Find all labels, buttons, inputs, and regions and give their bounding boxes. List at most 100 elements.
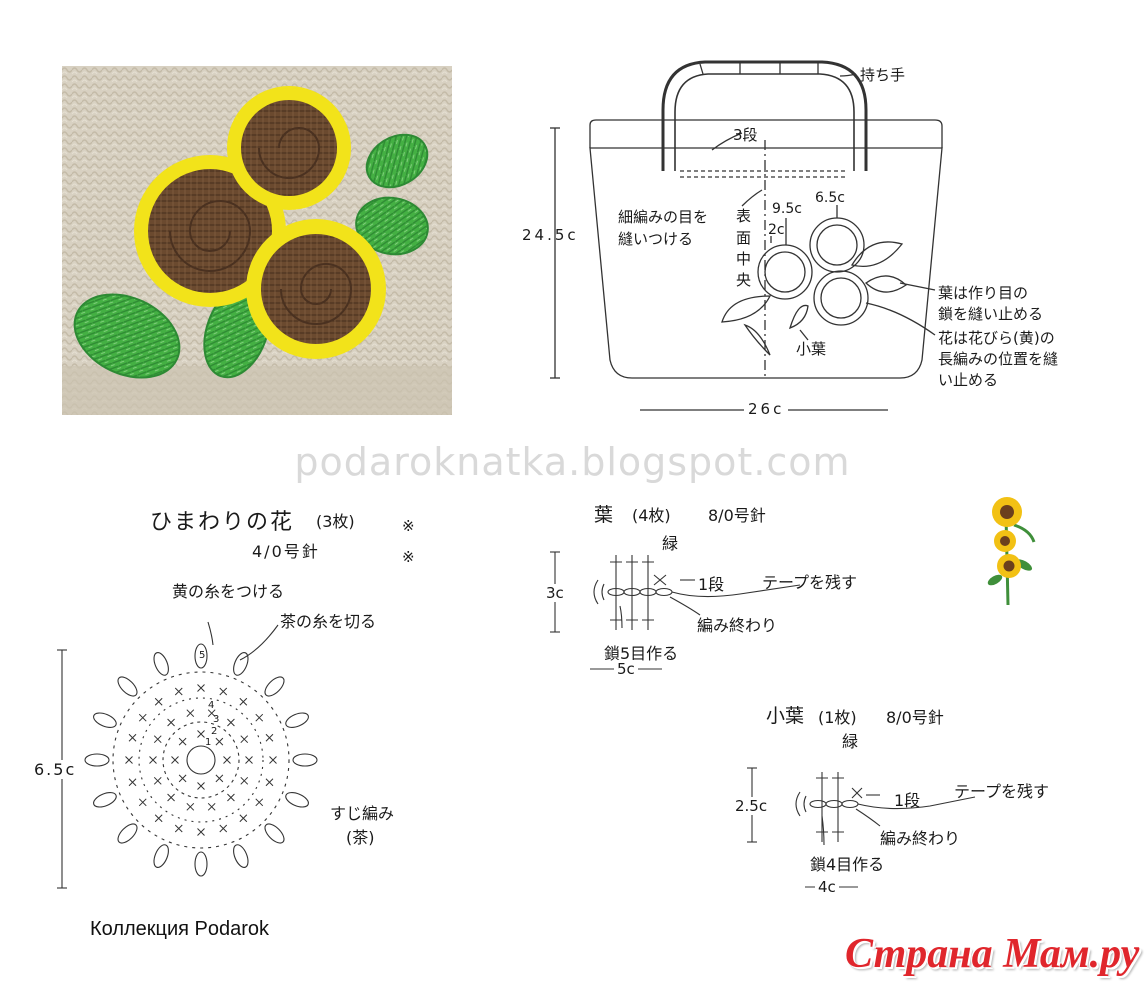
stitch-mark — [227, 718, 235, 727]
stitch-mark — [269, 756, 277, 764]
stitch-mark — [240, 735, 249, 744]
leaf-tape-label: テープを残す — [762, 573, 858, 592]
stitch-mark — [171, 756, 179, 764]
stitch-mark — [207, 709, 216, 718]
small-leaf-width-label: 4c — [815, 878, 839, 896]
petal-mark — [194, 851, 208, 877]
stitch-mark — [125, 756, 133, 764]
leaf-color: 緑 — [662, 534, 679, 553]
petal-mark — [93, 792, 117, 808]
petal-mark — [117, 823, 138, 844]
flower-title: ひまわりの花 — [150, 510, 295, 535]
stitch-mark — [178, 737, 187, 746]
bag-leaf-1 — [850, 241, 904, 267]
leaf-count: (4枚) — [632, 506, 671, 525]
handle-label: 持ち手 — [860, 66, 906, 84]
center-label-3: 中 — [736, 250, 752, 268]
center-label-4: 央 — [736, 271, 752, 289]
leaf-needle: 8/0号針 — [708, 506, 766, 525]
dim-9-5-label: 9.5c — [772, 201, 802, 217]
flower-size-label: 6.5c — [34, 760, 77, 779]
stitch-mark — [197, 782, 205, 790]
flower-note-line2: 長編みの位置を縫 — [938, 350, 1059, 368]
stitch-mark — [174, 824, 183, 833]
stitch-mark — [149, 756, 157, 764]
stitch-mark — [197, 730, 205, 738]
stitch-mark — [255, 713, 264, 722]
dim-6-5-label: 6.5c — [815, 190, 845, 206]
small-leaf-crochet-chart — [747, 767, 976, 888]
bag-flower-1 — [757, 244, 813, 300]
stitch-mark — [128, 778, 137, 787]
leaf-crochet-chart — [550, 551, 801, 670]
petal-mark — [153, 844, 169, 868]
small-leaf-count: (1枚) — [818, 708, 857, 727]
stitch-mark — [138, 798, 147, 807]
stitch-mark — [215, 774, 224, 783]
sunflower-bag-photo — [62, 66, 452, 415]
attach-yellow-label: 黄の糸をつける — [172, 582, 285, 601]
bag-handle — [661, 60, 868, 171]
flower-note-line3: い止める — [938, 371, 999, 389]
cut-brown-label: 茶の糸を切る — [280, 612, 377, 631]
stitch-label-2: (茶) — [346, 828, 375, 847]
stitch-mark — [239, 814, 248, 823]
bag-width-label: 26c — [744, 400, 789, 418]
watermark: podaroknatka.blogspot.com — [294, 440, 851, 484]
leaf-row-label: 1段 — [698, 575, 725, 594]
bag-height-label: 24.5c — [522, 226, 579, 244]
flower-needle: 4/0号針 — [252, 542, 320, 561]
bag-body — [589, 147, 943, 379]
stitch-mark — [178, 774, 187, 783]
small-leaf-title: 小葉 — [766, 705, 805, 727]
round-4: 4 — [208, 700, 215, 711]
stitch-mark — [197, 684, 205, 692]
petal-mark — [292, 753, 318, 767]
stitch-mark — [207, 802, 216, 811]
flower-mark-1: ※ — [402, 517, 415, 535]
petal-mark — [233, 652, 249, 676]
center-label-1: 表 — [736, 207, 752, 225]
site-logo[interactable]: Страна Мам.ру — [845, 931, 1140, 977]
flower-count: (3枚) — [316, 512, 355, 531]
sew-label-line1: 細編みの目を — [618, 208, 709, 226]
round-5: 5 — [199, 650, 206, 661]
round-3: 3 — [213, 714, 220, 725]
stitch-mark — [138, 713, 147, 722]
stitch-mark — [186, 709, 195, 718]
small-leaf-row-label: 1段 — [894, 791, 921, 810]
petal-mark — [194, 643, 208, 669]
petal-mark — [264, 823, 285, 844]
round-2: 2 — [211, 726, 218, 737]
stitch-mark — [128, 733, 137, 742]
round-1: 1 — [205, 737, 212, 748]
stitch-mark — [154, 814, 163, 823]
sew-label-line2: 縫いつける — [618, 230, 694, 248]
small-leaf-color: 緑 — [842, 732, 859, 751]
petal-mark — [285, 712, 309, 728]
stitch-mark — [153, 776, 162, 785]
stitch-mark — [219, 824, 228, 833]
credit-text: Коллекция Podarok — [90, 918, 270, 940]
leaf-height-label: 3c — [546, 584, 564, 602]
leaf-width-label: 5c — [614, 660, 638, 678]
stitch-label-1: すじ編み — [330, 804, 395, 823]
stitch-mark — [245, 756, 253, 764]
petal-mark — [285, 792, 309, 808]
stitch-mark — [174, 687, 183, 696]
small-leaf-needle: 8/0号針 — [886, 708, 944, 727]
stitch-mark — [186, 802, 195, 811]
stitch-mark — [167, 718, 175, 727]
dim-2-label: 2c — [768, 222, 785, 238]
petal-mark — [84, 753, 110, 767]
flower-mark-2: ※ — [402, 548, 415, 566]
stitch-mark — [227, 793, 235, 802]
bag-outline — [589, 119, 943, 148]
stitch-mark — [239, 697, 248, 706]
stitch-mark — [154, 697, 163, 706]
row3-label: 3段 — [733, 126, 758, 144]
small-leaf-height-label: 2.5c — [735, 797, 768, 815]
sunflower-decoration — [987, 497, 1036, 606]
